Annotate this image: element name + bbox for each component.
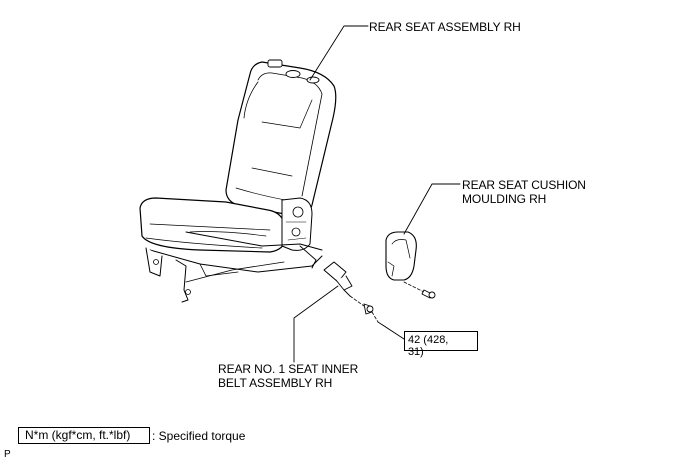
torque-value-line2: 31)	[408, 346, 424, 358]
legend-unit-box: N*m (kgf*cm, ft.*lbf)	[18, 427, 150, 444]
seat-belt-buckle-drawing	[323, 261, 353, 297]
torque-value-line1: 42 (428,	[408, 334, 449, 346]
cushion-moulding-drawing	[385, 231, 417, 281]
label-cushion-moulding-line1: REAR SEAT CUSHION	[462, 178, 586, 192]
moulding-screw-drawing	[403, 281, 436, 299]
torque-spec-box: 42 (428,	[404, 331, 478, 351]
label-cushion-moulding-line2: MOULDING RH	[462, 192, 547, 206]
belt-bolt-drawing	[349, 295, 379, 323]
label-rear-seat-assembly: REAR SEAT ASSEMBLY RH	[369, 20, 521, 34]
legend-description: : Specified torque	[152, 429, 246, 443]
corner-letter: P	[4, 449, 11, 460]
rear-seat-assembly-drawing	[139, 59, 337, 303]
legend-unit-text: N*m (kgf*cm, ft.*lbf)	[25, 428, 131, 442]
leader-lines	[293, 25, 461, 363]
label-belt-line1: REAR NO. 1 SEAT INNER	[218, 362, 359, 376]
label-belt-line2: BELT ASSEMBLY RH	[218, 376, 333, 390]
